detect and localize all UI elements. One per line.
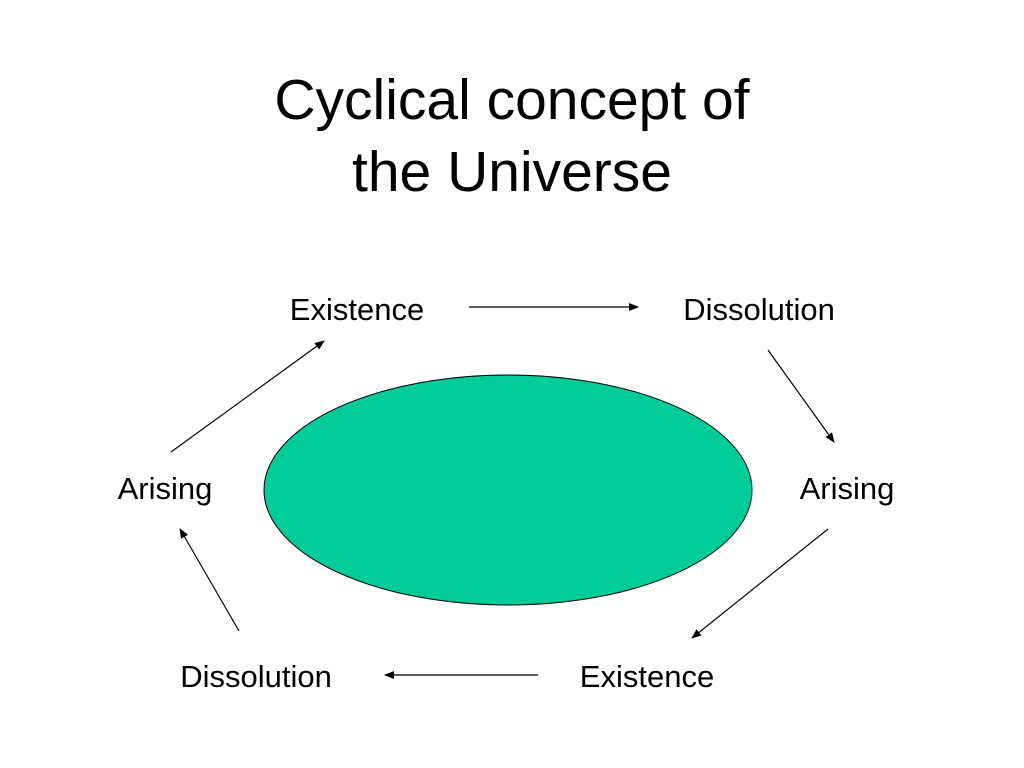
node-dissolution-bottom: Dissolution xyxy=(180,659,332,694)
node-existence-top: Existence xyxy=(290,292,424,327)
arrow-arising-to-existence-bottom xyxy=(691,528,829,639)
node-dissolution-top: Dissolution xyxy=(683,292,835,327)
arrow-dissolution-to-arising-right xyxy=(767,349,835,443)
node-arising-right: Arising xyxy=(800,471,895,506)
node-arising-left: Arising xyxy=(118,471,213,506)
arrow-dissolution-to-arising-left xyxy=(179,528,240,632)
title-line-1: Cyclical concept of xyxy=(274,68,750,132)
node-existence-bottom: Existence xyxy=(580,659,714,694)
slide-title: Cyclical concept of the Universe xyxy=(0,64,1024,208)
title-line-2: the Universe xyxy=(352,140,672,204)
arrow-arising-to-existence-top xyxy=(170,340,325,453)
central-ellipse xyxy=(263,374,753,606)
